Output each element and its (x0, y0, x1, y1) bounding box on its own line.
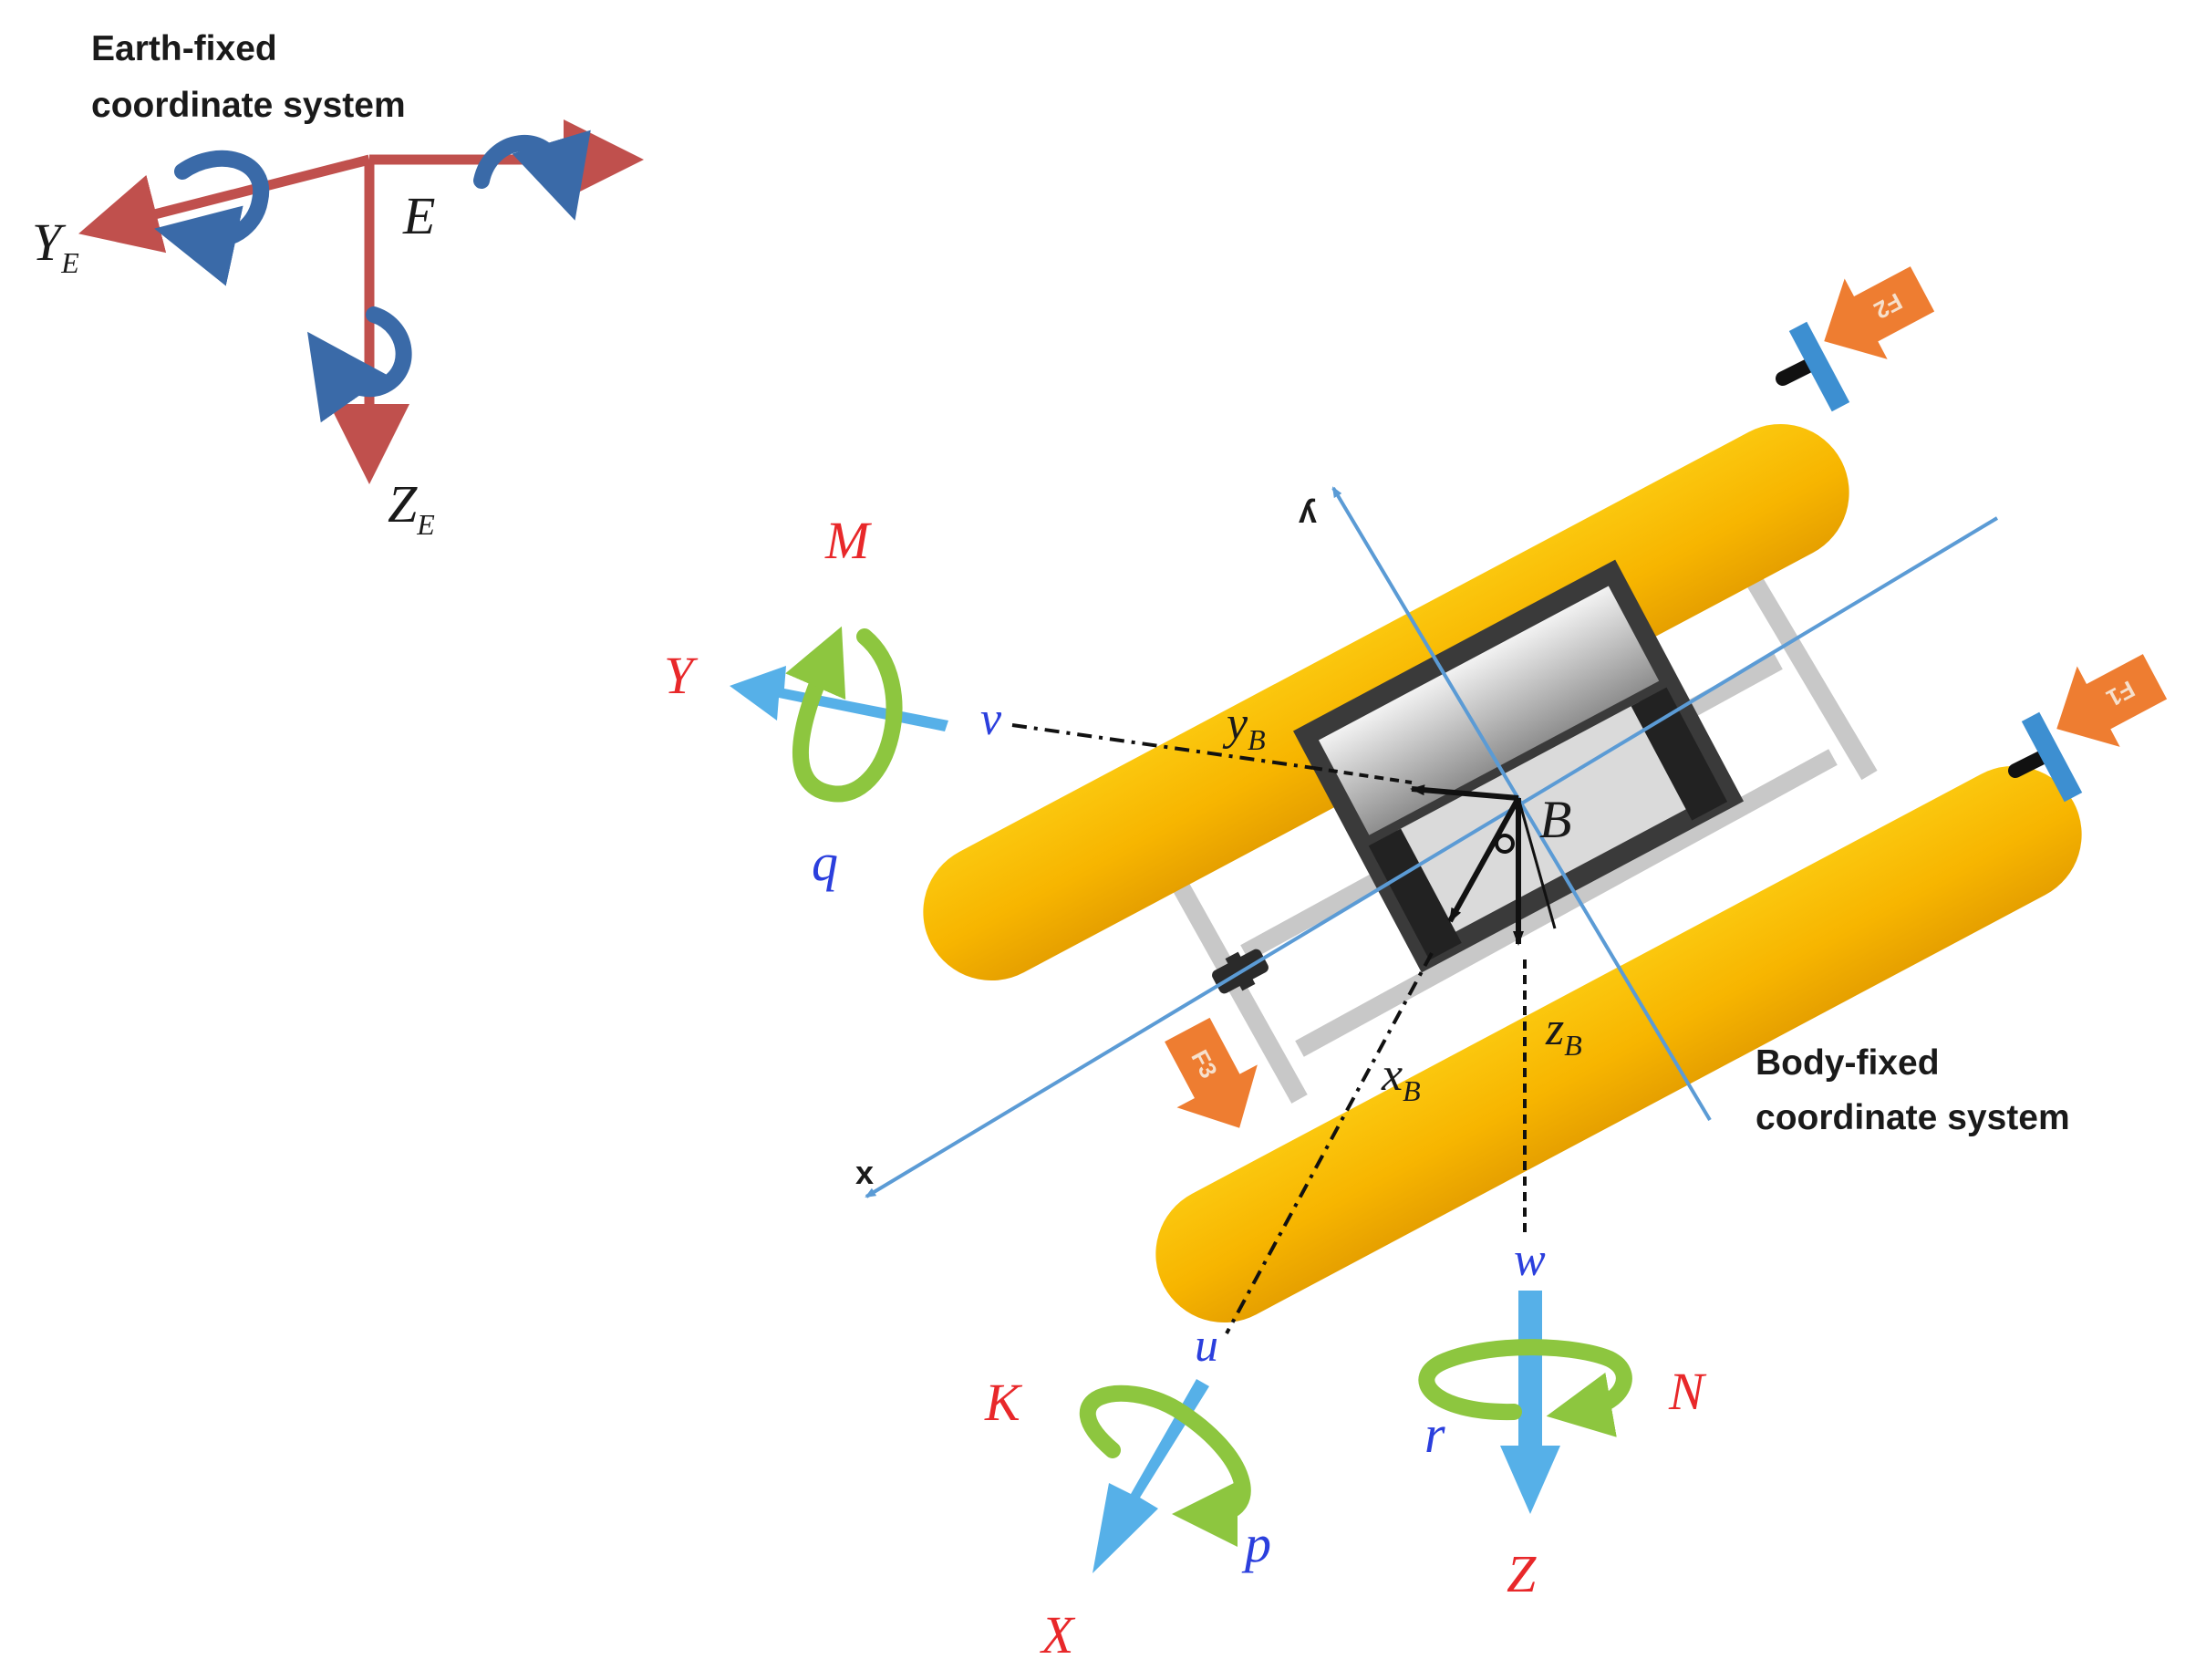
force-f3-arrow: F3 (1165, 1017, 1258, 1128)
heave-dof: N Z w r (1418, 1234, 1707, 1603)
sway-dof: M Y v q (664, 511, 1002, 892)
body-origin-label: B (1539, 790, 1571, 849)
earth-y-label: YE (32, 213, 79, 279)
frame-bar (1295, 749, 1838, 1057)
sway-axis-arrow (730, 666, 948, 731)
earth-origin-label: E (402, 186, 435, 245)
surge-moment-label: K (984, 1373, 1023, 1432)
surge-velocity-label: u (1195, 1320, 1218, 1372)
dashdot-xB (1225, 952, 1434, 1334)
sway-rotation-icon (785, 626, 903, 803)
catamaran-vehicle (923, 321, 2083, 1323)
earth-frame: Earth-fixed coordinate system E YE ZE (32, 29, 644, 541)
earth-caption-line1: Earth-fixed (91, 29, 277, 68)
heave-axis-label: Z (1507, 1544, 1537, 1603)
earth-z-rotation-icon (306, 306, 412, 423)
surge-rate-label: p (1241, 1514, 1271, 1573)
cg-origin-marker (1495, 834, 1515, 854)
surge-rotation-icon (1079, 1384, 1251, 1547)
sway-velocity-label: v (980, 693, 1002, 745)
heave-velocity-label: w (1514, 1234, 1546, 1286)
hull-y-axis-label: y (1299, 498, 1317, 535)
earth-x-rotation-icon (473, 130, 591, 221)
body-caption-line1: Body-fixed (1755, 1043, 1940, 1083)
zB-label: zB (1545, 1003, 1582, 1062)
vector-yB (1410, 784, 1519, 801)
heave-rate-label: r (1424, 1405, 1445, 1464)
electronics-box (1292, 559, 1745, 973)
dash-yB-inner (1312, 766, 1413, 784)
dashdot-yB (1011, 723, 1314, 770)
surge-dof: K X u p (984, 1320, 1271, 1664)
thruster-f2 (1776, 321, 1850, 412)
sway-axis-label: Y (664, 646, 699, 705)
vector-aux (1517, 797, 1557, 929)
earth-caption-line2: coordinate system (91, 86, 406, 125)
force-f2-arrow: F2 (1824, 266, 1935, 359)
sway-rate-label: q (812, 833, 838, 892)
hull-x-axis-label: x (855, 1154, 874, 1191)
xB-label: xB (1381, 1049, 1421, 1107)
heave-rotation-icon (1418, 1339, 1632, 1437)
earth-y-rotation-icon (154, 150, 270, 286)
vector-xB (1447, 796, 1521, 923)
body-caption-line2: coordinate system (1755, 1098, 2070, 1137)
earth-z-label: ZE (388, 474, 435, 541)
hull-y-axis-line (1331, 486, 1712, 1122)
sway-moment-label: M (824, 511, 872, 570)
heave-axis-arrow (1500, 1291, 1560, 1514)
force-f1-arrow: F1 (2056, 654, 2168, 747)
heave-moment-label: N (1668, 1362, 1707, 1421)
cg-vectors: B yB xB zB (1011, 698, 1582, 1334)
body-axes: x y (855, 486, 1999, 1198)
hull-x-axis-line (865, 516, 1999, 1198)
lower-hull (1155, 765, 2082, 1323)
surge-axis-label: X (1040, 1605, 1076, 1664)
thruster-f1 (2008, 711, 2083, 803)
surge-axis-arrow (1093, 1379, 1209, 1573)
yB-label: yB (1222, 698, 1266, 756)
